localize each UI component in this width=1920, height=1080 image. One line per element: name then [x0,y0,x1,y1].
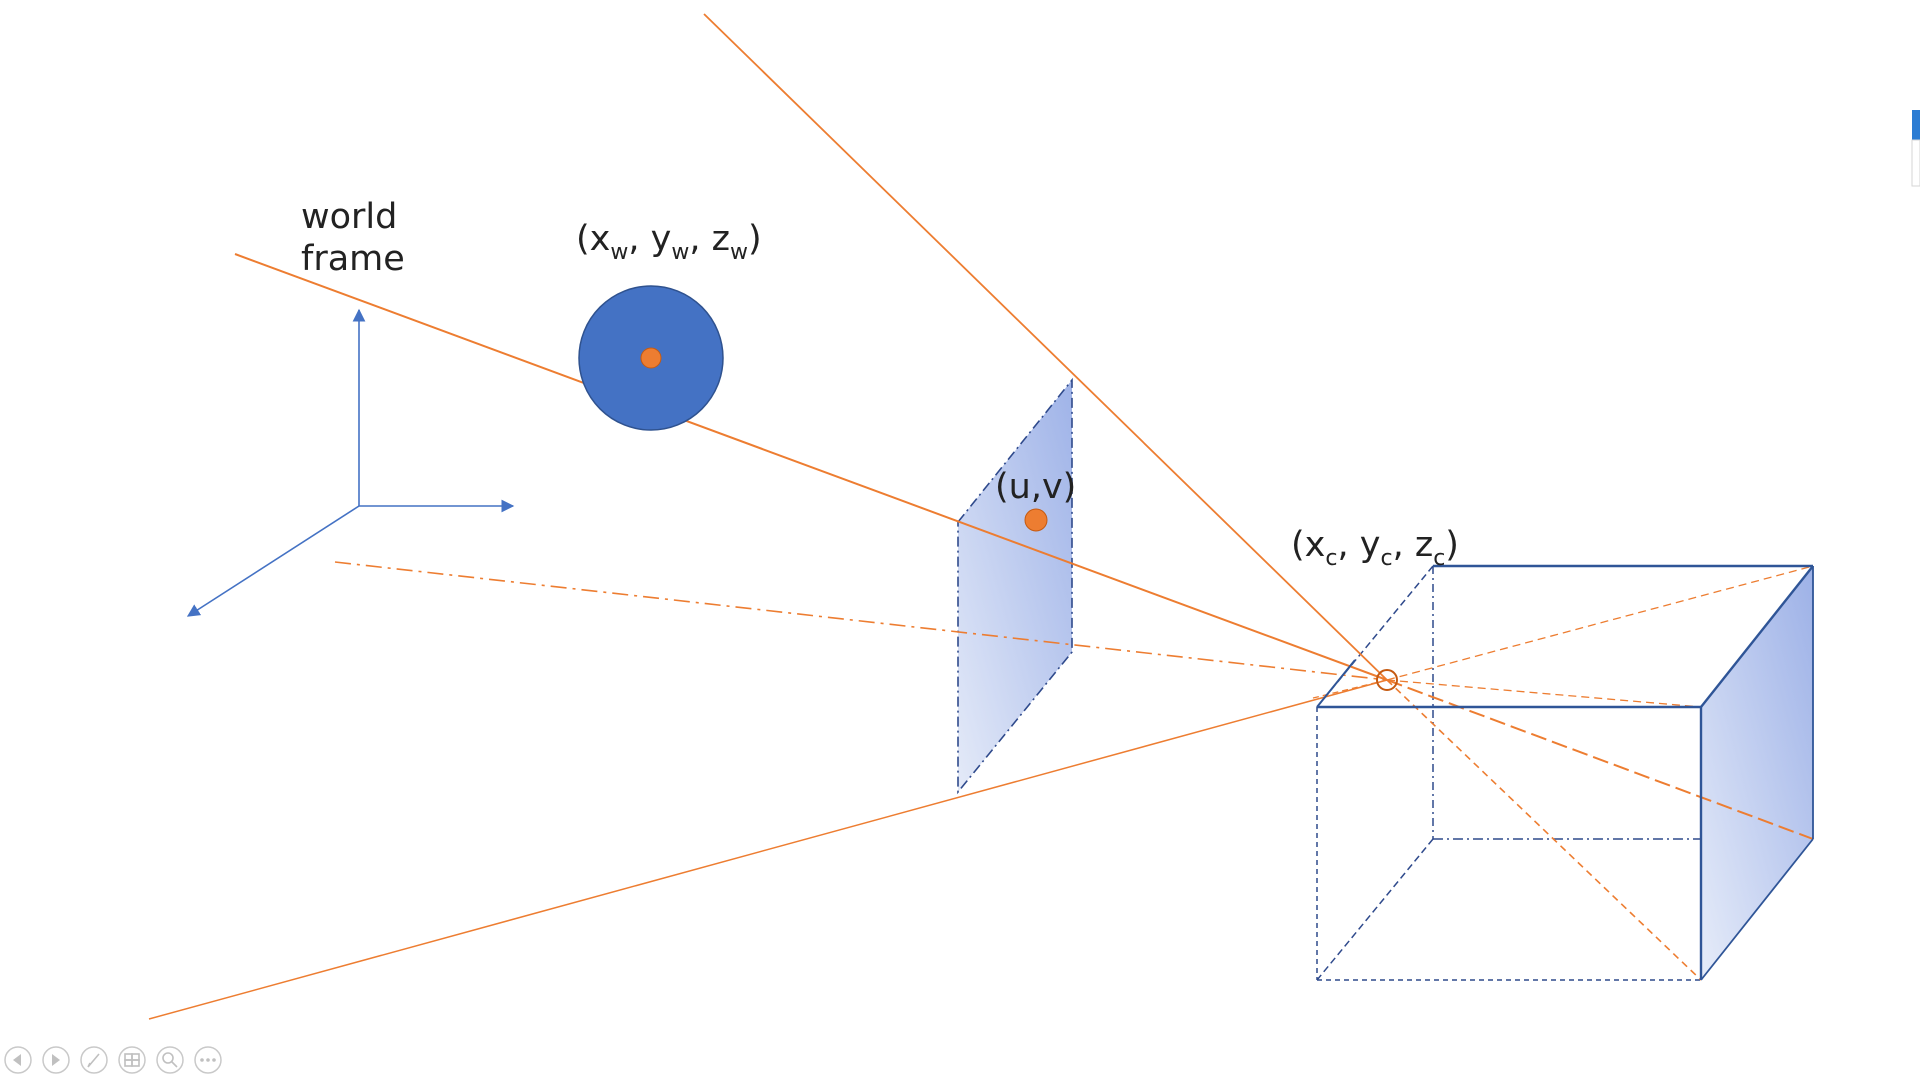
world-z-axis [186,505,360,617]
more-options-button[interactable] [194,1046,222,1074]
ray-lower-boundary [148,679,1388,1020]
magnifier-icon [162,1052,178,1068]
world-frame-label-line1: world [301,197,397,237]
ray-to-sensor-mid [1386,679,1702,708]
zoom-button[interactable] [156,1046,184,1074]
arrow-right-icon [52,1054,60,1066]
camera-point-label: (xc, yc, zc) [1291,525,1459,571]
all-slides-button[interactable] [118,1046,146,1074]
camera-box-side-face [1701,566,1813,980]
image-point-dot [1024,508,1048,532]
ray-front-left [1312,679,1388,699]
ellipsis-icon [200,1058,216,1062]
slideshow-controls [4,1046,222,1074]
image-plane [957,377,1073,795]
next-slide-button[interactable] [42,1046,70,1074]
edge-panel-fragment [1911,110,1920,187]
pen-icon [87,1053,100,1068]
camera-box-visible-edges [1316,564,1814,981]
slides-grid-icon [124,1053,140,1067]
ray-upper-boundary [703,13,1388,681]
ray-world-to-camera [234,253,1388,681]
world-point-dot [640,347,662,369]
world-frame-axes [186,308,515,617]
world-frame-label-line2: frame [301,239,405,279]
camera-box-hidden-edges [1316,565,1813,981]
camera-center-marker [1376,669,1398,691]
ray-to-sensor-lower-right [1386,679,1702,981]
world-point-label: (xw, yw, zw) [576,219,762,265]
previous-slide-button[interactable] [4,1046,32,1074]
image-point-label: (u,v) [995,467,1076,507]
pen-tool-button[interactable] [80,1046,108,1074]
ray-to-sensor-upper-right [1386,565,1814,681]
arrow-left-icon [13,1054,21,1066]
optical-axis [334,561,1388,681]
